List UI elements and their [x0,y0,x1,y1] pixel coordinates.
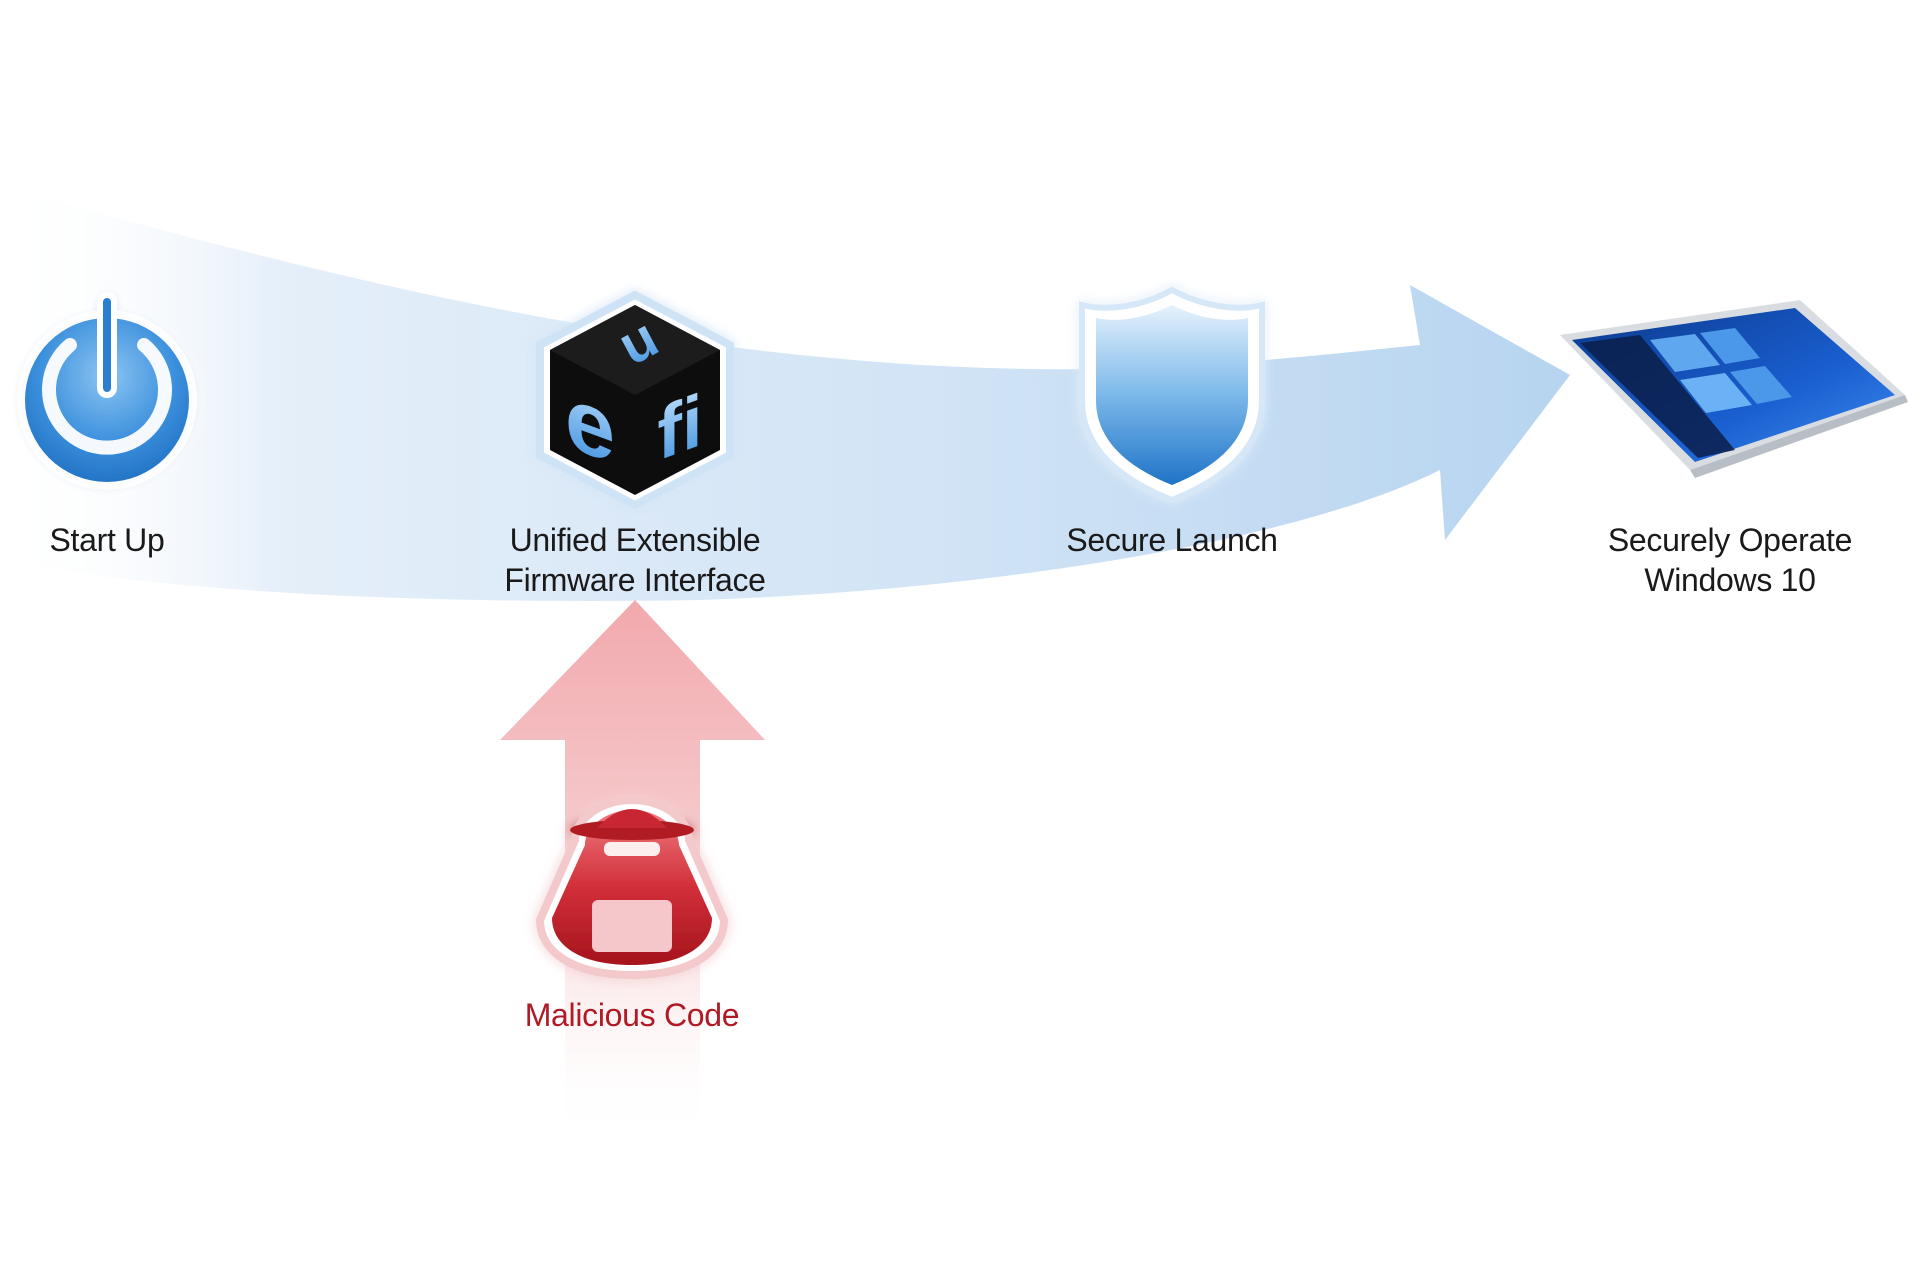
uefi-label-line-1: Unified Extensible [509,522,761,558]
step-label-securely-operate: Securely Operate Windows 10 [1580,520,1880,600]
uefi-logo-icon: u e fi [536,290,734,510]
power-icon [17,292,197,490]
malicious-code-label: Malicious Code [524,997,740,1033]
flow-arrow [0,185,1570,601]
laptop-icon [1560,300,1908,478]
securely-operate-label-line-1: Securely Operate [1607,522,1853,558]
secure-launch-label-line-1: Secure Launch [1066,522,1278,558]
hacker-icon [535,795,729,980]
step-label-uefi: Unified Extensible Firmware Interface [485,520,785,600]
svg-text:e: e [565,364,615,483]
shield-icon [1079,286,1265,504]
uefi-label-line-2: Firmware Interface [504,562,766,598]
svg-text:fi: fi [657,378,702,477]
start-up-label-line-1: Start Up [49,522,165,558]
threat-label: Malicious Code [482,995,782,1035]
step-label-start-up: Start Up [0,520,214,560]
step-label-secure-launch: Secure Launch [1022,520,1322,560]
securely-operate-label-line-2: Windows 10 [1644,562,1816,598]
